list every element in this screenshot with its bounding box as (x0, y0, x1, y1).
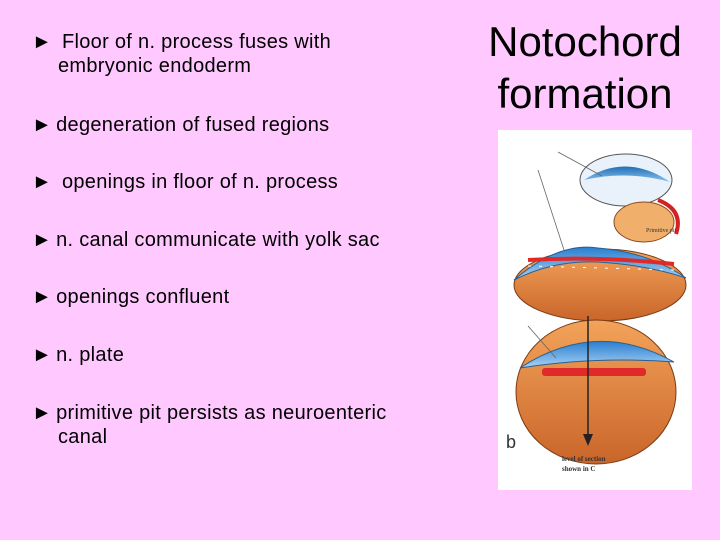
bullet-arrow-icon: ► (32, 114, 53, 136)
endoderm-line (527, 265, 675, 271)
bullet-text-continued: canal (58, 426, 108, 448)
title-line-2: formation (497, 70, 673, 117)
label-primitive-pit: Primitive pit (646, 228, 677, 234)
bullet-item-canal-communicate: ►n. canal communicate with yolk sac (32, 228, 472, 252)
embryo-upper: Primitive pit (513, 151, 687, 322)
bullet-arrow-icon: ► (32, 31, 53, 53)
amnion-roof (584, 166, 670, 182)
title-line-1: Notochord (488, 18, 682, 65)
bullet-text-continued: embryonic endoderm (58, 55, 252, 77)
bullet-item-plate: ►n. plate (32, 343, 472, 367)
bullet-text: primitive pit persists as neuroenteric (56, 402, 387, 424)
caption-line-1: level of section (562, 455, 606, 463)
notochordal-plate (542, 368, 646, 376)
embryonic-disc-upper (513, 246, 687, 281)
leader-line (537, 169, 565, 251)
bullet-item-fusion: ► Floor of n. process fuses with embryon… (32, 30, 472, 78)
embryo-lower: b level of section shown in C (506, 316, 677, 473)
arrow-down-icon (583, 434, 593, 446)
bullet-item-neuroenteric: ►primitive pit persists as neuroenteric … (32, 401, 472, 449)
bullet-item-confluent: ►openings confluent (32, 285, 472, 309)
bullet-item-degeneration: ►degeneration of fused regions (32, 113, 472, 137)
bullet-text: n. canal communicate with yolk sac (56, 229, 380, 251)
embryo-diagram: Primitive pit b level of section shown i… (506, 151, 687, 473)
bullet-text: n. plate (56, 344, 125, 366)
bullet-item-openings: ► openings in floor of n. process (32, 170, 472, 194)
bullet-arrow-icon: ► (32, 344, 53, 366)
bullet-arrow-icon: ► (32, 171, 53, 193)
bullet-text: openings in floor of n. process (56, 171, 339, 193)
leader-line (527, 325, 557, 359)
bullet-arrow-icon: ► (32, 229, 53, 251)
amniotic-cavity (579, 153, 673, 207)
caption-line-2: shown in C (562, 465, 595, 473)
bullet-arrow-icon: ► (32, 286, 53, 308)
notochord-illustration: Primitive pit b level of section shown i… (498, 130, 692, 490)
connecting-stalk (613, 201, 675, 243)
bullet-text: openings confluent (56, 286, 230, 308)
bullet-text: Floor of n. process fuses with (56, 31, 332, 53)
bullet-arrow-icon: ► (32, 402, 53, 424)
panel-label-b: b (506, 432, 516, 452)
embryonic-disc-lower (519, 341, 675, 369)
slide-title: Notochord formation (470, 16, 700, 120)
notochordal-process-upper (527, 256, 675, 266)
allantois (657, 198, 680, 235)
leader-line (557, 151, 603, 177)
bullet-text: degeneration of fused regions (56, 114, 330, 136)
